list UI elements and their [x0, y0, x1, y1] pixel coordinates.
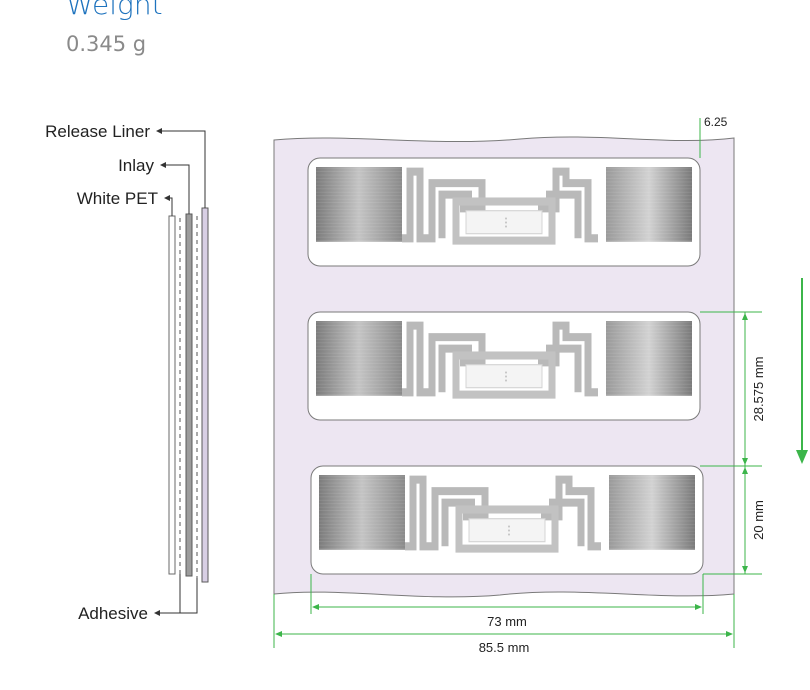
release-liner-label: Release Liner	[45, 122, 150, 141]
label-width-label: 73 mm	[487, 614, 527, 629]
adhesive-leader-1	[156, 574, 181, 614]
label-height-label: 20 mm	[751, 500, 766, 540]
inlay-layer	[185, 213, 193, 577]
white-pet-leader	[166, 197, 173, 216]
release-liner-leader	[158, 130, 206, 208]
white-pet-arrowhead	[164, 195, 170, 201]
adhesive-label: Adhesive	[78, 604, 148, 623]
arrow-down-icon	[796, 450, 808, 464]
white-pet-label: White PET	[77, 189, 158, 208]
adhesive-arrowhead	[154, 610, 160, 616]
weight-value: 0.345 g	[66, 32, 147, 56]
pitch-label: 28.575 mm	[751, 356, 766, 421]
inlay-arrowhead	[160, 162, 166, 168]
dimension-arrowheads	[275, 313, 808, 637]
rfid-label-1	[307, 157, 701, 267]
label-web	[273, 136, 735, 598]
white-pet-layer	[168, 215, 176, 575]
release-liner-layer	[201, 207, 209, 583]
web-width-label: 85.5 mm	[479, 640, 530, 655]
gap-offset-label: 6.25	[704, 115, 728, 129]
inlay-label: Inlay	[118, 156, 154, 175]
adhesive-leader-2	[180, 578, 198, 614]
inlay-leader	[162, 164, 190, 214]
dimension-lines	[273, 118, 803, 648]
release-liner-arrowhead	[156, 128, 162, 134]
rfid-label-3	[310, 465, 704, 575]
layer-stack: Release Liner Inlay White PET Adhesive	[45, 122, 209, 623]
rfid-label-2	[307, 311, 701, 421]
weight-title: Weight	[66, 0, 163, 21]
